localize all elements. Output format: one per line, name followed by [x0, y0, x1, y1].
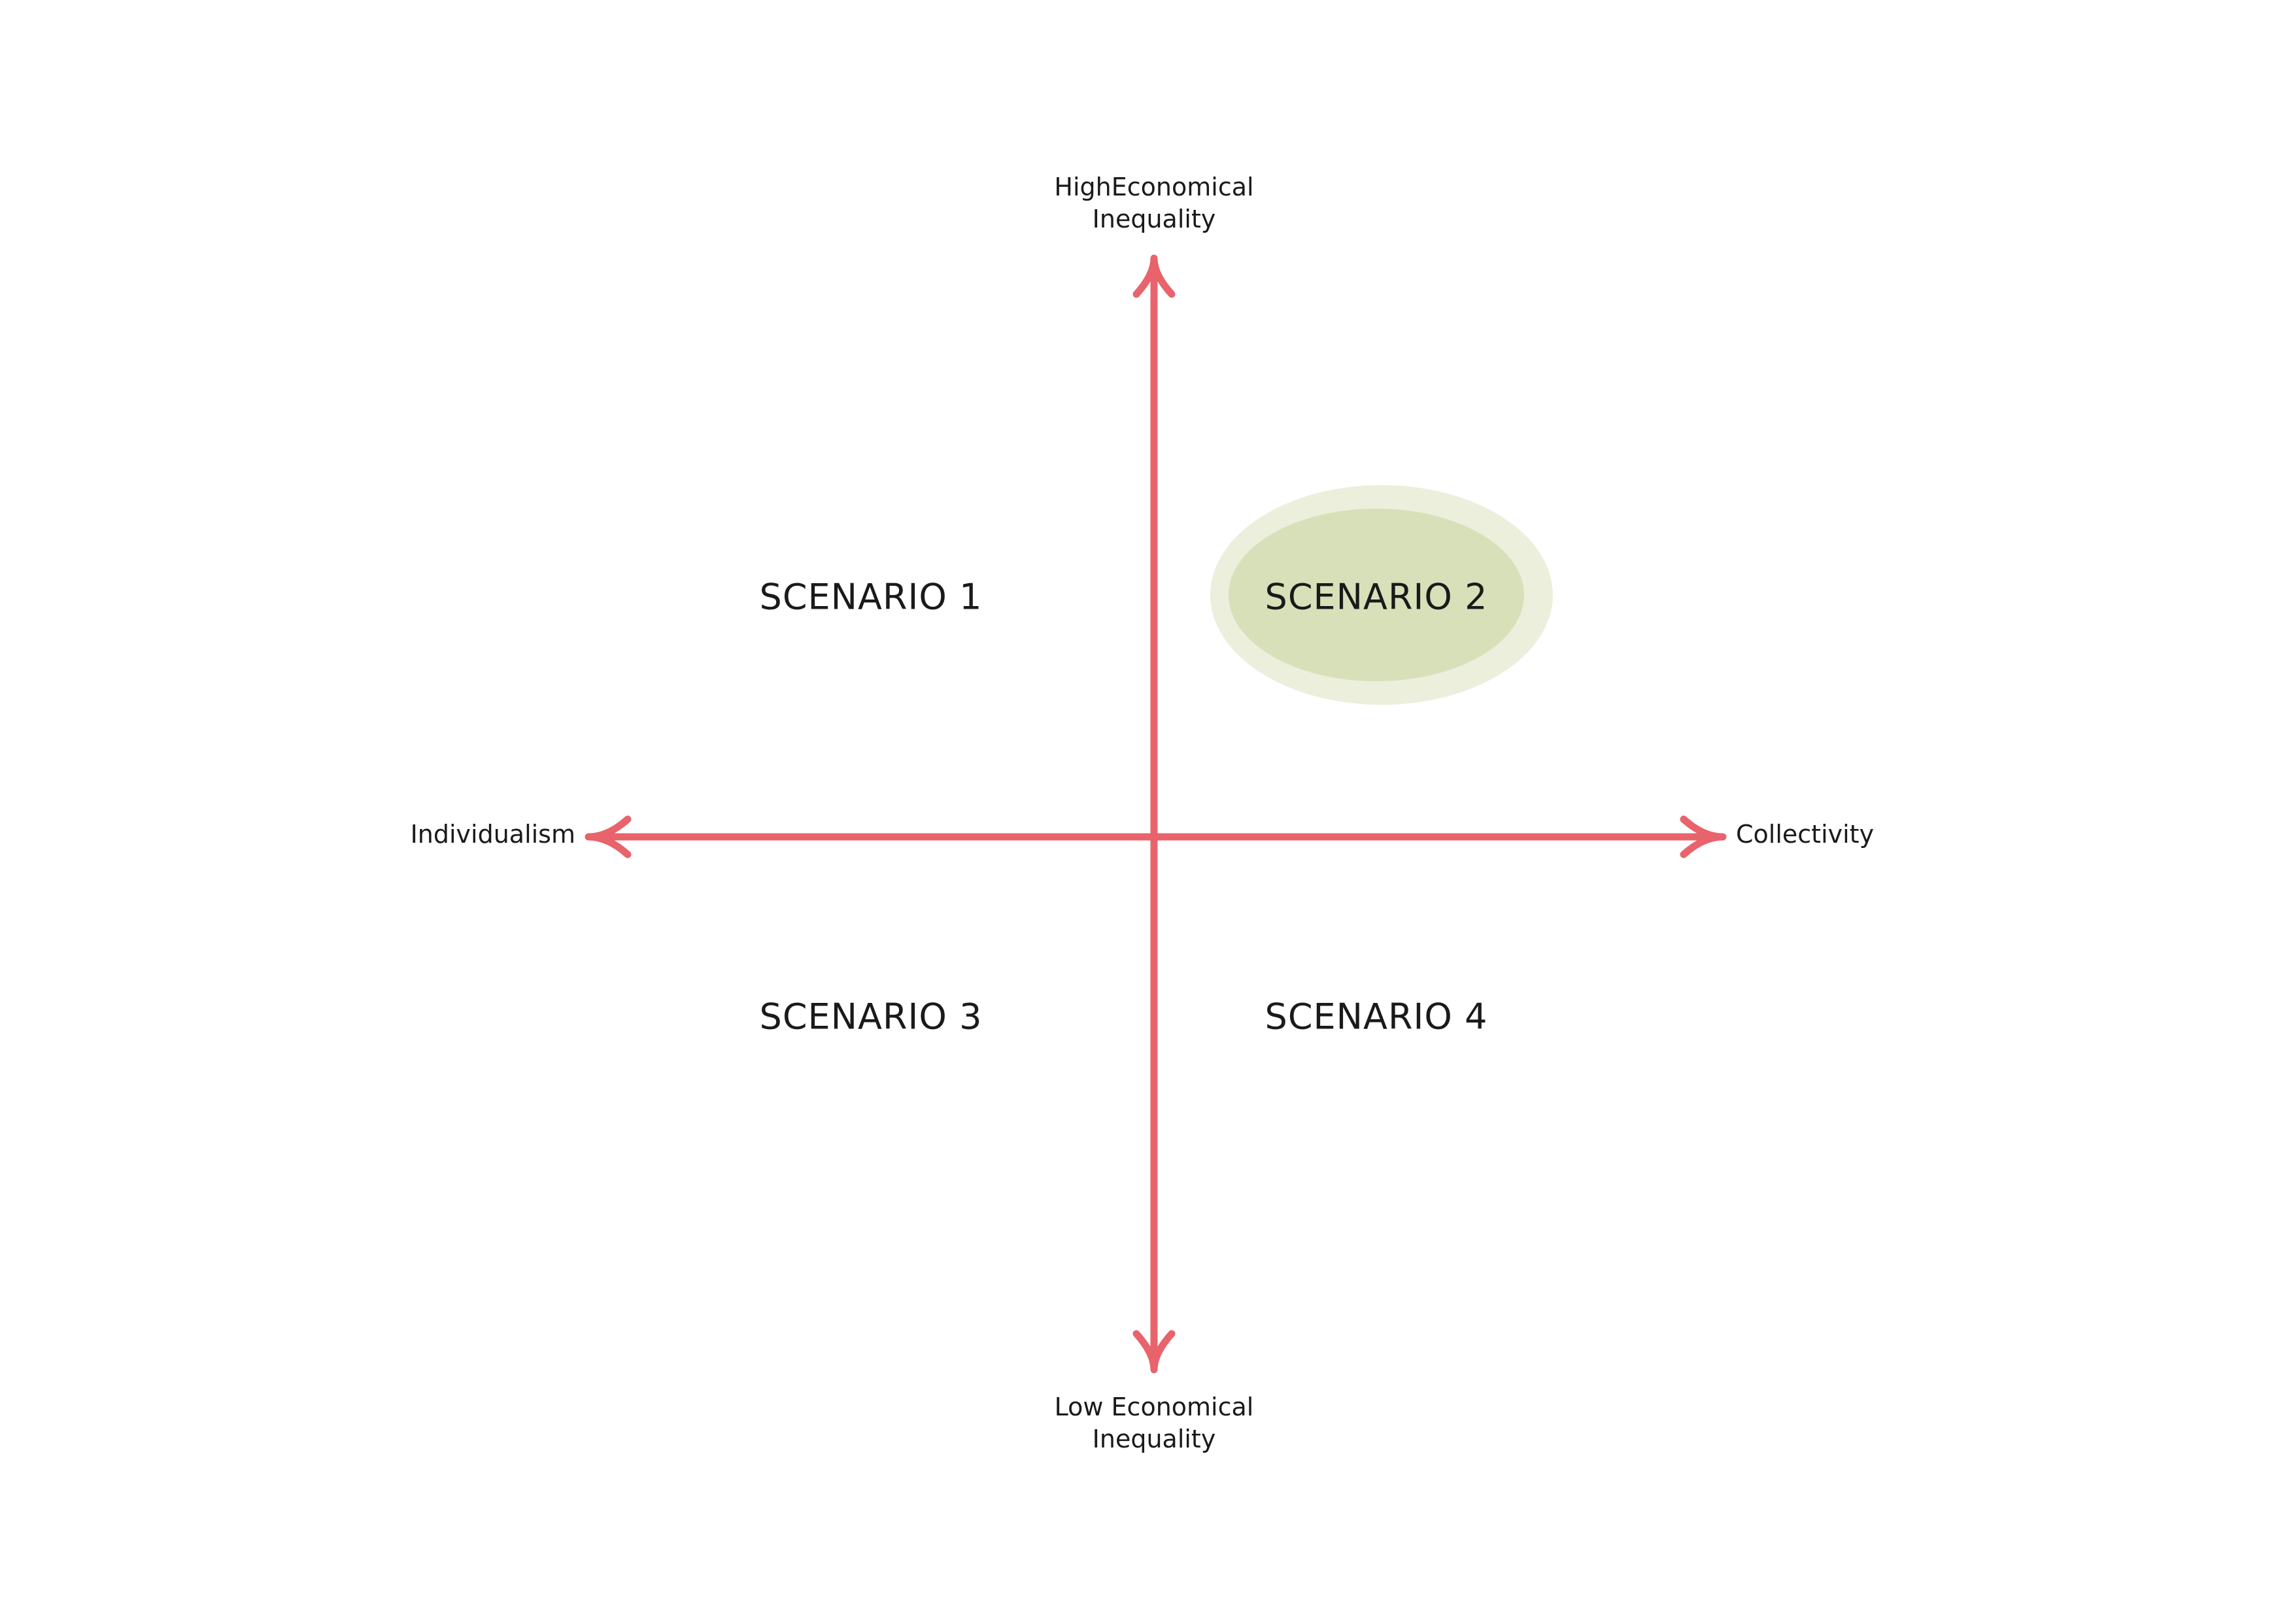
scenario-1-label: SCENARIO 1 — [759, 576, 983, 618]
axis-label-top-line2: Inequality — [1092, 204, 1216, 233]
arrow-down-icon — [1132, 1330, 1176, 1374]
axis-label-bottom-line2: Inequality — [1092, 1424, 1216, 1453]
axis-label-top-line1: HighEconomical — [1054, 173, 1254, 201]
axis-label-bottom-line1: Low Economical — [1054, 1393, 1254, 1421]
axis-label-bottom: Low Economical Inequality — [1055, 1391, 1254, 1455]
scenario-2-highlight-inner — [1229, 509, 1524, 681]
axis-label-right: Collectivity — [1736, 820, 1875, 849]
arrow-right-icon — [1680, 815, 1727, 858]
scenario-2-label: SCENARIO 2 — [1265, 576, 1488, 618]
axis-label-top: HighEconomical Inequality — [1054, 171, 1253, 235]
axis-label-left: Individualism — [410, 820, 575, 849]
scenario-3-label: SCENARIO 3 — [759, 996, 983, 1038]
arrow-left-icon — [585, 815, 632, 858]
scenario-4-label: SCENARIO 4 — [1265, 996, 1488, 1038]
arrow-up-icon — [1132, 254, 1176, 298]
